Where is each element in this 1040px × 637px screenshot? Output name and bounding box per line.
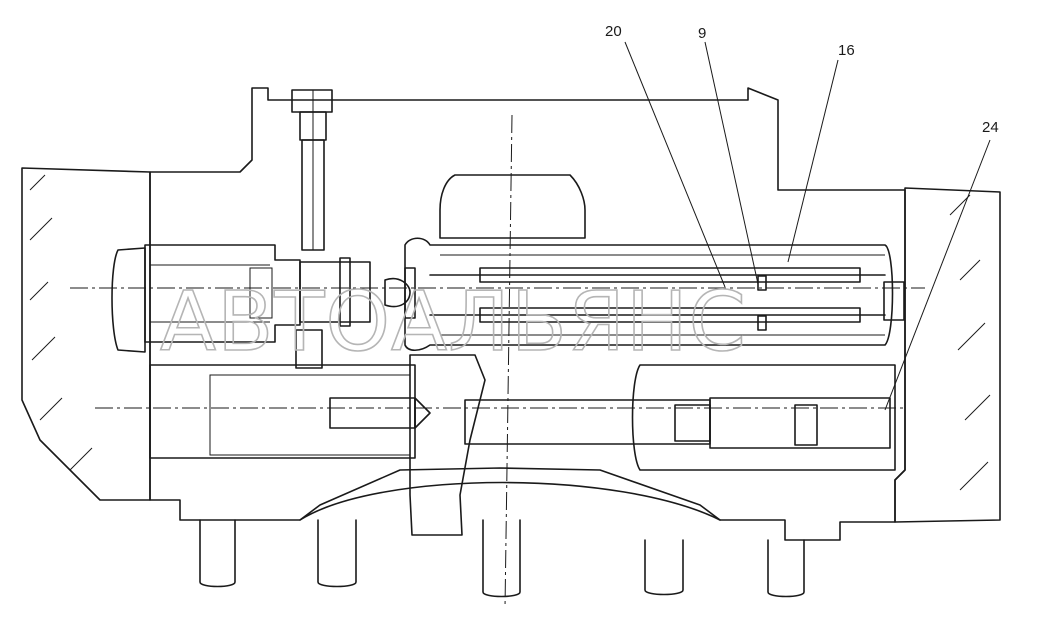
lower-shaft [329,397,891,449]
callout-leaders [624,41,991,411]
callout-24: 24 [982,119,999,136]
coupling [299,257,416,327]
centerlines [70,114,925,609]
top-bolt [291,89,333,369]
central-lever [409,354,486,536]
pump-housing [149,87,906,541]
callout-16: 16 [838,42,855,59]
right-flange [894,187,1001,523]
callout-9: 9 [698,25,706,42]
callout-20: 20 [605,23,622,40]
upper-shaft [429,267,905,331]
base-arc [299,481,721,521]
bottom-studs [199,519,805,598]
left-flange [21,167,151,501]
left-end-cap [111,244,301,353]
watermark-text: АВТОАЛЬЯНС [160,275,747,370]
